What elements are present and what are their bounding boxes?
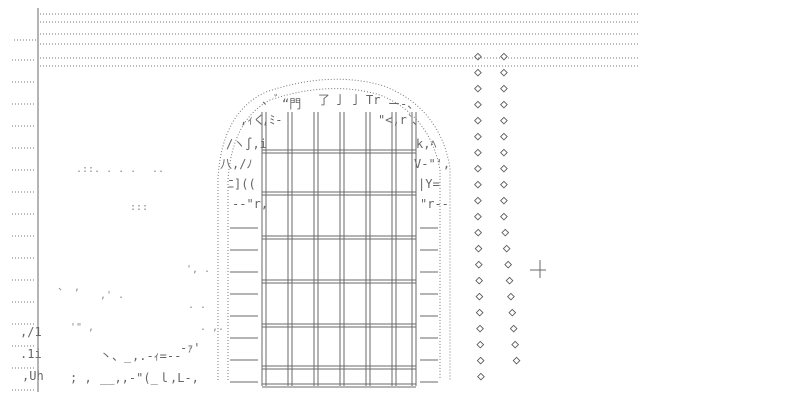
chain-link-icon: ◇ [500, 81, 508, 96]
chain-link-icon: ◇ [474, 97, 482, 112]
svg-text:,ﾐ-: ,ﾐ- [262, 113, 282, 127]
chain-link-icon: ◇ [500, 161, 508, 176]
chain-link-icon: ◇ [476, 321, 484, 336]
chain-link-icon: ◇ [474, 177, 482, 192]
chain-link-icon: ◇ [500, 193, 508, 208]
chain-link-icon: ◇ [475, 241, 483, 256]
chain-link-icon: ◇ [507, 289, 515, 304]
svg-text:,ｨく: ,ｨく [240, 113, 265, 127]
svg-text:丶、_: 丶、_ [100, 349, 132, 363]
svg-text:. ,.: . ,. [200, 322, 224, 333]
chain-link-icon: ◇ [474, 49, 482, 64]
svg-text:__,,-"(_: __,,-"(_ [100, 371, 159, 385]
chain-link-icon: ◇ [474, 113, 482, 128]
svg-text:k,ﾍ: k,ﾍ [416, 137, 436, 151]
chain-link-icon: ◇ [500, 65, 508, 80]
chain-left: ◇◇◇◇◇◇◇◇◇◇◇◇◇◇◇◇◇◇◇◇◇ [474, 49, 485, 384]
chain-link-icon: ◇ [501, 225, 509, 240]
chain-link-icon: ◇ [474, 225, 482, 240]
svg-text:亅: 亅 [334, 93, 346, 107]
chain-link-icon: ◇ [500, 177, 508, 192]
chain-link-icon: ◇ [500, 49, 508, 64]
chain-link-icon: ◇ [500, 113, 508, 128]
svg-text:. .: . . [188, 300, 206, 311]
chain-link-icon: ◇ [474, 209, 482, 224]
chain-link-icon: ◇ [503, 241, 511, 256]
svg-text:'" ,: '" , [70, 322, 94, 333]
svg-text:、: 、 [412, 113, 424, 127]
chain-link-icon: ◇ [508, 305, 516, 320]
svg-text:,.-ｨ=--: ,.-ｨ=-- [132, 349, 181, 363]
svg-text:,Uh: ,Uh [22, 369, 44, 383]
svg-text:.::. . . .: .::. . . . [76, 164, 136, 175]
svg-text:ｌ,L-,: ｌ,L-, [158, 371, 199, 385]
svg-text:“門: “門 [282, 97, 301, 111]
svg-text:', .: ', . [186, 264, 210, 275]
svg-text:Tr: Tr [366, 93, 380, 107]
svg-text:亅: 亅 [350, 93, 362, 107]
svg-text:V-"',: V-"', [414, 157, 450, 171]
svg-text:|Y=: |Y= [418, 177, 440, 191]
svg-text:、 ,: 、 , [58, 282, 80, 293]
chain-link-icon: ◇ [477, 353, 485, 368]
svg-text::::: ::: [130, 202, 148, 213]
chain-link-icon: ◇ [500, 209, 508, 224]
chain-link-icon: ◇ [506, 273, 514, 288]
svg-text:; ,: ; , [70, 371, 92, 385]
svg-text:,/1: ,/1 [20, 325, 42, 339]
svg-text:/ヽ∫,i: /ヽ∫,i [226, 137, 267, 151]
left-margin-ticks [12, 59, 36, 391]
chain-link-icon: ◇ [475, 257, 483, 272]
svg-text:了: 了 [318, 93, 330, 107]
chain-link-icon: ◇ [475, 273, 483, 288]
svg-text:ﾆ]((: ﾆ](( [228, 177, 256, 191]
chain-link-icon: ◇ [500, 97, 508, 112]
arch-glyphs: 、ﾞ “門 了 亅 亅 Tr ー-、 ,ｨく ,ﾐ- "<,r` 、 /ヽ∫,i… [220, 93, 450, 211]
arch-side-ticks [230, 227, 438, 383]
chain-link-icon: ◇ [504, 257, 512, 272]
window-pane-grid [261, 112, 417, 388]
svg-text:-ｧ': -ｧ' [180, 341, 200, 355]
chain-hook [530, 260, 546, 278]
faint-figure: .::. . . . .. ::: ', . 、 , ,' . '" , . .… [20, 164, 224, 385]
svg-text:,' .: ,' . [100, 290, 124, 301]
svg-text:..: .. [152, 164, 164, 175]
chain-link-icon: ◇ [510, 321, 518, 336]
chain-right: ◇◇◇◇◇◇◇◇◇◇◇◇◇◇◇◇◇◇◇◇ [500, 49, 521, 368]
chain-link-icon: ◇ [474, 193, 482, 208]
svg-text:.1i: .1i [20, 347, 42, 361]
chain-link-icon: ◇ [474, 161, 482, 176]
chain-link-icon: ◇ [500, 129, 508, 144]
chain-link-icon: ◇ [476, 337, 484, 352]
svg-text:"r--: "r-- [420, 197, 449, 211]
chain-link-icon: ◇ [474, 81, 482, 96]
chain-link-icon: ◇ [476, 289, 484, 304]
svg-text:八,/ﾉ: 八,/ﾉ [220, 157, 252, 171]
chain-link-icon: ◇ [513, 353, 521, 368]
svg-text:ー-、: ー-、 [388, 97, 419, 111]
chain-link-icon: ◇ [476, 305, 484, 320]
chain-link-icon: ◇ [474, 145, 482, 160]
chain-link-icon: ◇ [477, 369, 485, 384]
svg-text:--"r,: --"r, [232, 197, 268, 211]
chain-link-icon: ◇ [474, 65, 482, 80]
chain-link-icon: ◇ [500, 145, 508, 160]
chain-link-icon: ◇ [474, 129, 482, 144]
dotted-ceiling [40, 13, 640, 67]
left-wall [14, 8, 39, 392]
svg-text:、ﾞ: 、ﾞ [262, 93, 280, 107]
chain-link-icon: ◇ [511, 337, 519, 352]
